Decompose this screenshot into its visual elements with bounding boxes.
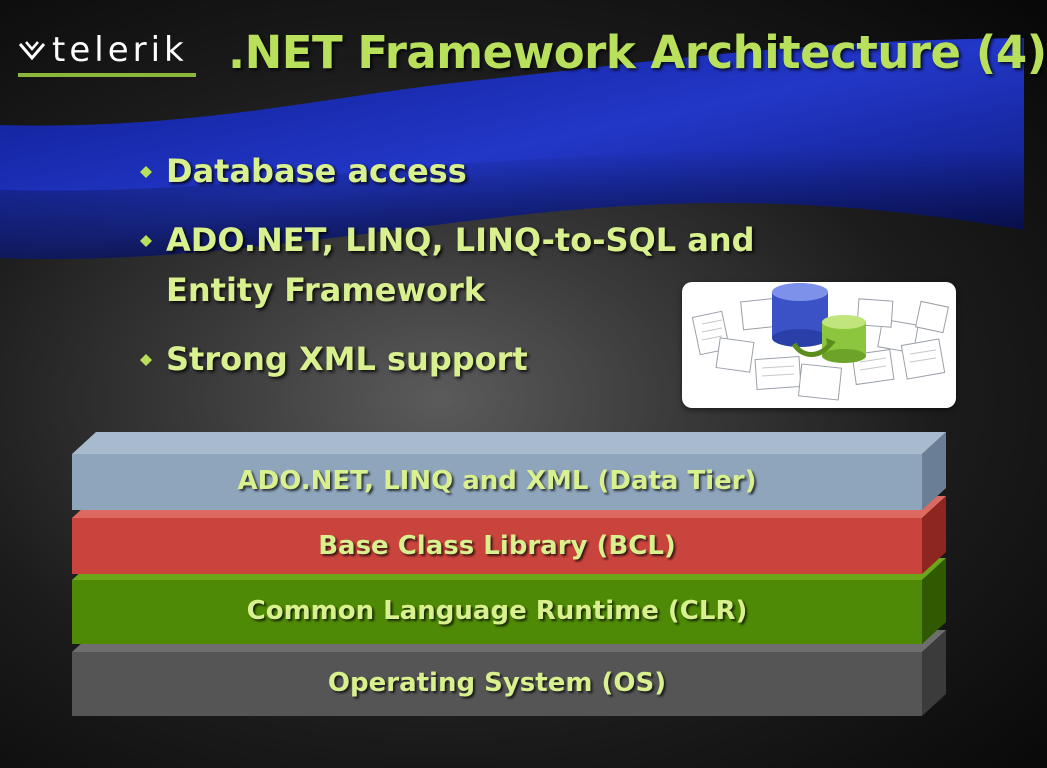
bullet-item: Database access: [140, 146, 840, 196]
bullet-item: Strong XML support: [140, 334, 840, 384]
bullet-item: ADO.NET, LINQ, LINQ-to-SQL and Entity Fr…: [140, 215, 840, 315]
bullet-text: Strong XML support: [166, 340, 528, 378]
logo-underline: [18, 73, 196, 77]
layer-label-os: Operating System (OS): [327, 668, 667, 698]
header-swoosh: [0, 38, 1024, 260]
database-diagram-icon: [691, 283, 949, 401]
logo-text: telerik: [52, 30, 188, 70]
layer-label-clr: Common Language Runtime (CLR): [246, 596, 748, 626]
bullet-text: Database access: [166, 152, 467, 190]
layer-label-data-tier: ADO.NET, LINQ and XML (Data Tier): [237, 466, 757, 496]
slide-title: .NET Framework Architecture (4): [228, 26, 1047, 79]
diamond-bullet-icon: [140, 354, 152, 366]
diamond-bullet-icon: [140, 166, 152, 178]
telerik-mark-icon: [18, 41, 46, 61]
diamond-bullet-icon: [140, 235, 152, 247]
bullet-text: ADO.NET, LINQ, LINQ-to-SQL and Entity Fr…: [166, 221, 755, 309]
database-diagram-image: [682, 282, 956, 408]
telerik-logo[interactable]: telerik: [18, 28, 198, 80]
layer-label-bcl: Base Class Library (BCL): [318, 531, 676, 561]
bullet-list: Database access ADO.NET, LINQ, LINQ-to-S…: [140, 146, 840, 403]
